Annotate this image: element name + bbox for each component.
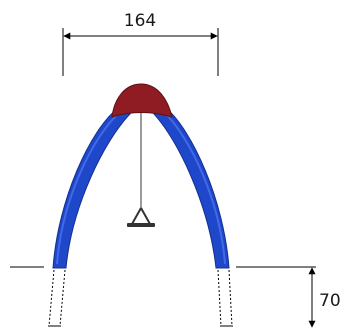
buried-leg-left: [48, 269, 66, 327]
arch: [52, 107, 230, 269]
arch-leg-right: [153, 107, 230, 269]
swing-seat: [127, 223, 155, 227]
top-width-dimension: 164: [62, 11, 219, 76]
top-width-label: 164: [124, 11, 156, 31]
arch-top-cap: [111, 83, 173, 118]
depth-label: 70: [319, 291, 341, 311]
swing-assembly: [127, 112, 155, 227]
swing-seat-frame: [131, 207, 151, 225]
buried-legs: [48, 269, 233, 327]
buried-leg-right: [217, 269, 233, 327]
arch-leg-right-highlight: [164, 112, 226, 265]
depth-dimension: 70: [308, 267, 341, 328]
arch-leg-left-highlight: [56, 112, 120, 265]
arch-leg-left: [52, 107, 131, 269]
